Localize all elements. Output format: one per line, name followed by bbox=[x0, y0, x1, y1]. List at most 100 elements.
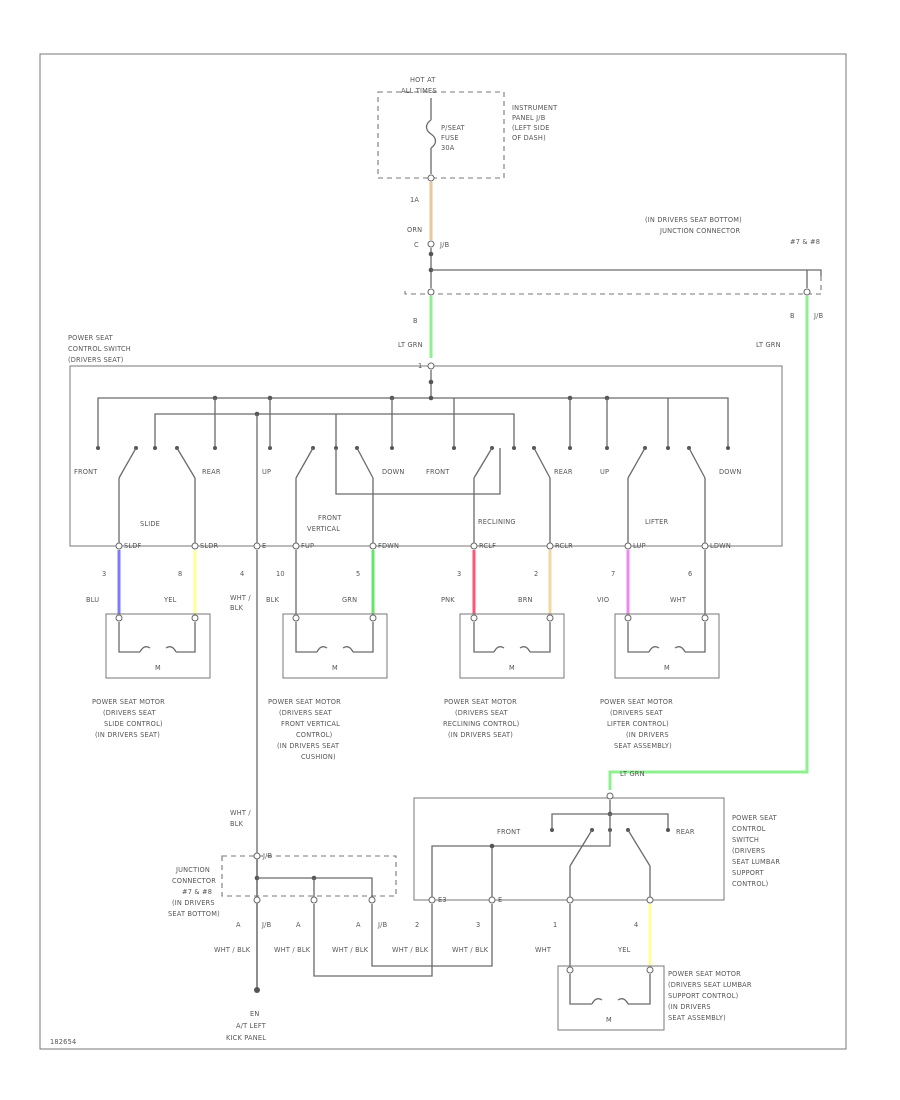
mw-pin-3: 4 bbox=[240, 570, 244, 578]
gnd-pin-5: 3 bbox=[476, 921, 480, 929]
pos-down-1: DOWN bbox=[382, 468, 405, 476]
mw-wire-1: BLU bbox=[86, 596, 99, 604]
motor-2-label-1: POWER SEAT MOTOR bbox=[268, 698, 341, 706]
mw-wire-3b: BLK bbox=[230, 604, 244, 612]
mw-wire-9: WHT bbox=[670, 596, 687, 604]
motor-1: M POWER SEAT MOTOR (DRIVERS SEAT SLIDE C… bbox=[92, 613, 211, 739]
footer-code: 182654 bbox=[50, 1038, 76, 1046]
ground-wire-a: WHT / bbox=[230, 809, 251, 817]
junction-top-label-3: #7 & #8 bbox=[790, 238, 820, 246]
ground-section: WHT / BLK J/B JUNCTION CONNECTOR #7 & #8… bbox=[168, 809, 493, 1042]
power-source: HOT AT ALL TIMES P/SEAT FUSE 30A INSTRUM… bbox=[377, 76, 558, 288]
motor-3-symbol: M bbox=[509, 664, 515, 672]
panel-label-3: (LEFT SIDE bbox=[512, 124, 550, 132]
jc-label-2: CONNECTOR bbox=[172, 877, 216, 885]
motor-4-box bbox=[614, 613, 720, 679]
motor-1-label-1: POWER SEAT MOTOR bbox=[92, 698, 165, 706]
lumbar-motor-label-1: POWER SEAT MOTOR bbox=[668, 970, 741, 978]
lumbar-label-4: (DRIVERS bbox=[732, 847, 765, 855]
lumbar-switch-box bbox=[413, 797, 725, 901]
mw-pin-6: 3 bbox=[457, 570, 461, 578]
gnd-pin-2: A bbox=[296, 921, 301, 929]
motor-1-label-2: (DRIVERS SEAT bbox=[103, 709, 156, 717]
gnd-wire-5: WHT / BLK bbox=[452, 946, 489, 954]
jb-pin-c: C bbox=[414, 241, 419, 249]
lumbar-label-5: SEAT LUMBAR bbox=[732, 858, 780, 866]
ground-label-1: A/T LEFT bbox=[236, 1022, 267, 1030]
group-lifter: LIFTER bbox=[645, 518, 668, 526]
jt-pin-right: B bbox=[790, 312, 795, 320]
pos-front-1: FRONT bbox=[74, 468, 98, 476]
hot-at-label: HOT AT bbox=[410, 76, 436, 84]
term-rclr: RCLR bbox=[555, 542, 573, 550]
ground-point bbox=[254, 987, 260, 993]
lumbar-switch: LT GRN FRONT REAR POWER SEAT CONTROL SWI… bbox=[413, 770, 780, 1031]
mw-wire-7: BRN bbox=[518, 596, 533, 604]
jc-label-4: (IN DRIVERS bbox=[172, 899, 215, 907]
jc-label-5: SEAT BOTTOM) bbox=[168, 910, 220, 918]
jb-code: J/B bbox=[439, 241, 450, 249]
mw-wire-4: BLK bbox=[266, 596, 280, 604]
junction-top-label-1: (IN DRIVERS SEAT BOTTOM) bbox=[645, 216, 742, 224]
pos-up-2: UP bbox=[600, 468, 609, 476]
mw-pin-7: 2 bbox=[534, 570, 538, 578]
motor-4-symbol: M bbox=[664, 664, 670, 672]
fuse-label-3: 30A bbox=[441, 144, 455, 152]
motor-2-label-3: FRONT VERTICAL bbox=[281, 720, 340, 728]
motor-2-label-2: (DRIVERS SEAT bbox=[279, 709, 332, 717]
instrument-panel-jb-box bbox=[377, 91, 505, 179]
pos-rear-1: REAR bbox=[202, 468, 221, 476]
mw-wire-8: VIO bbox=[597, 596, 609, 604]
gnd-pin-1: A bbox=[236, 921, 241, 929]
motor-4-label-2: (DRIVERS SEAT bbox=[610, 709, 663, 717]
motor-4: M POWER SEAT MOTOR (DRIVERS SEAT LIFTER … bbox=[600, 613, 720, 750]
term-ldwn: LDWN bbox=[710, 542, 731, 550]
fuse-label-2: FUSE bbox=[441, 134, 459, 142]
lumbar-wire-2: YEL bbox=[617, 946, 631, 954]
lumbar-wire-top: LT GRN bbox=[620, 770, 645, 778]
motor-4-label-3: LIFTER CONTROL) bbox=[607, 720, 669, 728]
switch-main-box bbox=[69, 365, 783, 547]
motor-3: M POWER SEAT MOTOR (DRIVERS SEAT RECLINI… bbox=[443, 613, 565, 739]
lumbar-label-6: SUPPORT bbox=[732, 869, 764, 877]
junction-top-label-2: JUNCTION CONNECTOR bbox=[659, 227, 741, 235]
group-reclining: RECLINING bbox=[478, 518, 516, 526]
lumbar-motor-label-3: SUPPORT CONTROL) bbox=[668, 992, 738, 1000]
gnd-code-2: J/B bbox=[377, 921, 388, 929]
fuse-symbol bbox=[425, 119, 437, 149]
mw-pin-2: 8 bbox=[178, 570, 182, 578]
term-fdwn: FDWN bbox=[378, 542, 399, 550]
switch-main-label-3: (DRIVERS SEAT) bbox=[68, 356, 123, 364]
ground-id: EN bbox=[250, 1010, 260, 1018]
gnd-wire-3: WHT / BLK bbox=[332, 946, 369, 954]
jc-label-1: JUNCTION bbox=[175, 866, 210, 874]
lumbar-label-3: SWITCH bbox=[732, 836, 759, 844]
mw-wire-2: YEL bbox=[163, 596, 177, 604]
term-e: E bbox=[262, 542, 266, 550]
mw-pin-4: 10 bbox=[276, 570, 285, 578]
jt-pin-left: B bbox=[413, 317, 418, 325]
motor-3-label-4: (IN DRIVERS SEAT) bbox=[448, 731, 513, 739]
ground-label-2: KICK PANEL bbox=[226, 1034, 266, 1042]
lt-grn-wire-right bbox=[608, 296, 809, 790]
ground-wire-b: BLK bbox=[230, 820, 244, 828]
motor-3-label-2: (DRIVERS SEAT bbox=[455, 709, 508, 717]
lumbar-motor-box bbox=[557, 965, 665, 1031]
junction-bottom-box bbox=[221, 855, 397, 897]
panel-label-2: PANEL J/B bbox=[512, 114, 546, 122]
gnd-wire-4: WHT / BLK bbox=[392, 946, 429, 954]
motor-4-label-5: SEAT ASSEMBLY) bbox=[614, 742, 672, 750]
lumbar-pos-front: FRONT bbox=[497, 828, 521, 836]
motor-3-label-3: RECLINING CONTROL) bbox=[443, 720, 519, 728]
hot-at-label-2: ALL TIMES bbox=[401, 87, 437, 95]
motor-1-label-3: SLIDE CONTROL) bbox=[104, 720, 163, 728]
panel-label-4: OF DASH) bbox=[512, 134, 546, 142]
main-switch: POWER SEAT CONTROL SWITCH (DRIVERS SEAT)… bbox=[68, 334, 783, 550]
jt-code-right: J/B bbox=[813, 312, 824, 320]
motor-2-label-6: CUSHION) bbox=[301, 753, 336, 761]
jt-wire-left: LT GRN bbox=[398, 341, 423, 349]
lumbar-term-e3: E3 bbox=[438, 896, 447, 904]
term-fup: FUP bbox=[301, 542, 314, 550]
motor-2: M POWER SEAT MOTOR (DRIVERS SEAT FRONT V… bbox=[268, 613, 388, 761]
